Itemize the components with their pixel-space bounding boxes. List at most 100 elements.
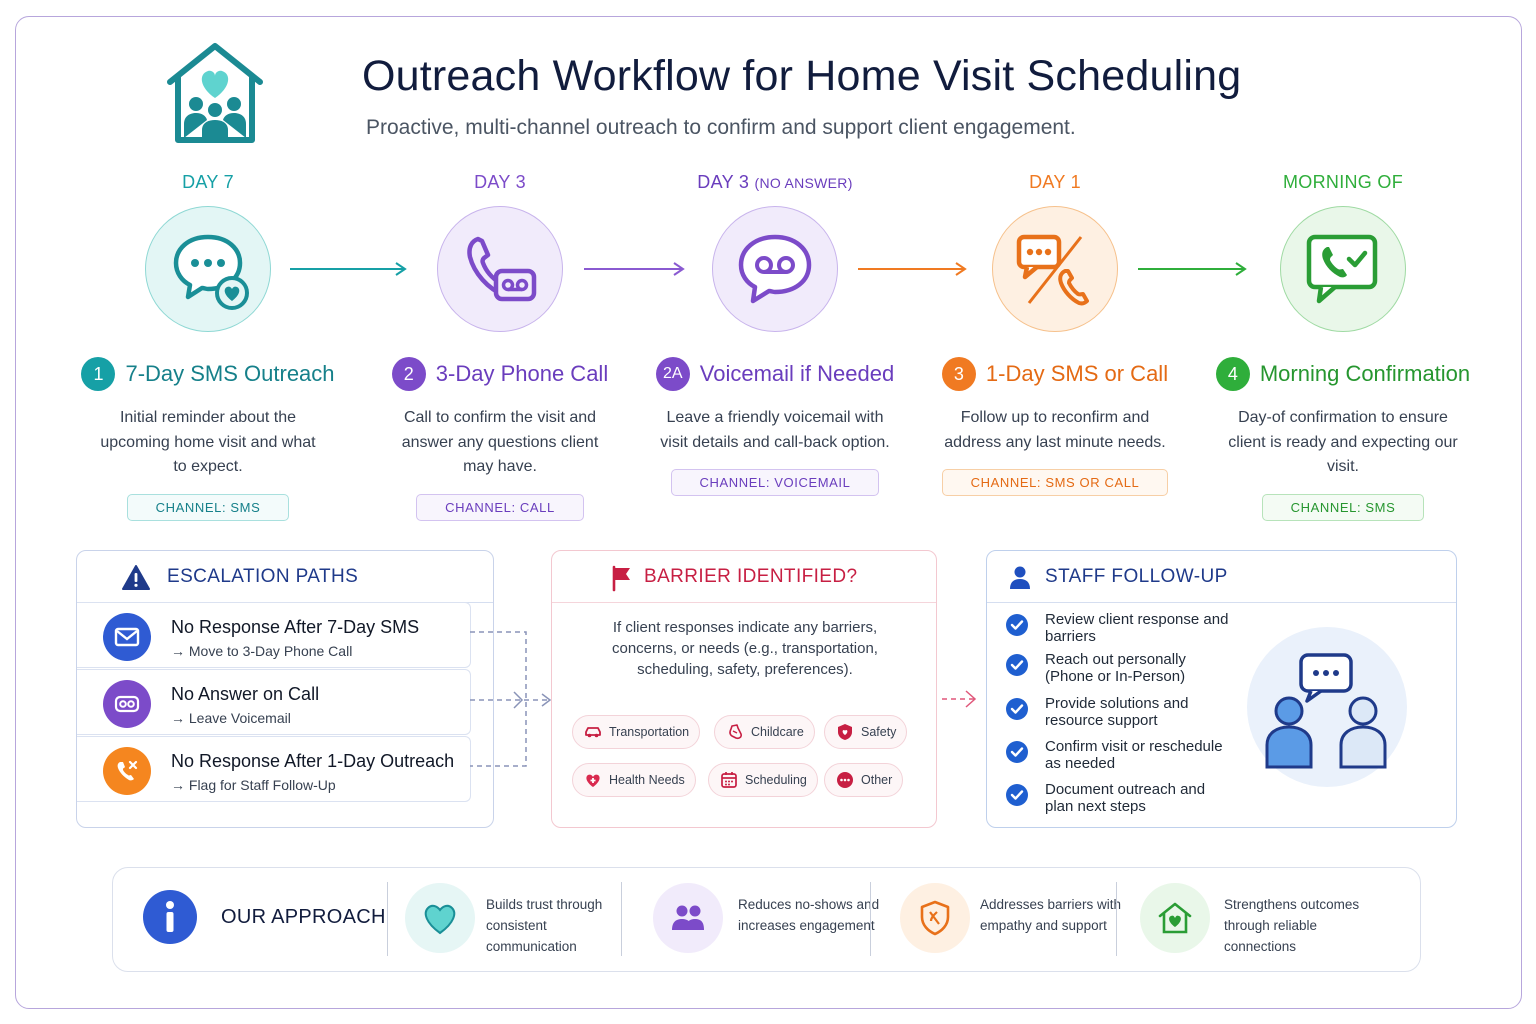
chat-or-phone-icon <box>992 206 1118 332</box>
car-icon <box>585 727 601 738</box>
step-description: Call to confirm the visit and answer any… <box>401 409 599 475</box>
step-title: Morning Confirmation <box>1259 361 1471 386</box>
step-title: 1-Day SMS or Call <box>985 361 1169 386</box>
channel-badge: CHANNEL: SMS <box>1261 493 1425 521</box>
staff-panel: STAFF FOLLOW-UP Review client response a… <box>986 550 1457 828</box>
flow-arrow <box>290 262 407 276</box>
escalation-item-title: No Response After 7-Day SMS <box>171 617 420 637</box>
staff-header: STAFF FOLLOW-UP <box>987 551 1456 603</box>
flow-arrow <box>1138 262 1247 276</box>
step-1: DAY 7 1 7-Day SMS Outreach Initial remin… <box>63 172 353 521</box>
staff-conversation-icon <box>1247 627 1407 787</box>
step-description: Initial reminder about the upcoming home… <box>100 409 316 475</box>
page-title: Outreach Workflow for Home Visit Schedul… <box>362 52 1242 100</box>
step-number-badge: 4 <box>1215 357 1250 391</box>
step-4: MORNING OF 4 Morning Confirmation Day-of… <box>1198 172 1488 521</box>
info-icon <box>143 890 197 944</box>
barrier-connector <box>942 690 977 708</box>
check-circle-icon <box>1006 784 1028 806</box>
step-day: DAY 7 <box>182 172 234 192</box>
person-icon <box>1010 566 1030 589</box>
page-subtitle: Proactive, multi-channel outreach to con… <box>366 116 1076 139</box>
approach-item-text: Addresses barriers with empathy and supp… <box>980 897 1122 933</box>
warning-icon <box>122 565 150 590</box>
shield-heart-icon <box>900 883 970 953</box>
escalation-panel: ESCALATION PATHS No Response After 7-Day… <box>76 550 494 828</box>
escalation-item-action: → Flag for Staff Follow-Up <box>171 777 336 793</box>
escalation-title: ESCALATION PATHS <box>167 565 359 587</box>
step-description: Follow up to reconfirm and address any l… <box>944 409 1166 451</box>
step-title: 3-Day Phone Call <box>435 361 609 386</box>
phone-check-icon <box>1280 206 1406 332</box>
barrier-chip: Transportation <box>572 715 701 749</box>
escalation-item-action: → Leave Voicemail <box>171 710 291 726</box>
escalation-item: No Answer on Call → Leave Voicemail <box>77 669 471 735</box>
step-description: Leave a friendly voicemail with visit de… <box>660 409 890 451</box>
staff-title: STAFF FOLLOW-UP <box>1045 565 1228 587</box>
step-2a: DAY 3 (NO ANSWER) 2A Voicemail if Needed… <box>630 172 920 496</box>
channel-badge: CHANNEL: CALL <box>416 493 584 521</box>
step-3: DAY 1 3 1-Day SMS or Call Follow up to r… <box>910 172 1200 496</box>
step-day: DAY 3 <box>474 172 526 192</box>
approach-item-text: Builds trust through consistent communic… <box>486 897 603 954</box>
people-icon <box>653 883 723 953</box>
approach-item-text: Strengthens outcomes through reliable co… <box>1224 897 1360 954</box>
shield-icon <box>838 724 852 740</box>
escalation-item: No Response After 7-Day SMS → Move to 3-… <box>77 602 471 668</box>
step-2: DAY 3 2 3-Day Phone Call Call to confirm… <box>355 172 645 521</box>
house-heart-family-icon <box>160 40 270 145</box>
staff-item: Review client response and barriers <box>1005 611 1235 645</box>
phone-voicemail-icon <box>437 206 563 332</box>
step-day: DAY 1 <box>1029 172 1081 192</box>
heart-icon <box>405 883 475 953</box>
step-day: MORNING OF <box>1283 172 1403 192</box>
staff-item: Provide solutions and resource support <box>1005 695 1235 729</box>
divider <box>1116 882 1118 956</box>
step-number-badge: 3 <box>941 357 976 391</box>
escalation-item-title: No Answer on Call <box>171 684 320 704</box>
barrier-title: BARRIER IDENTIFIED? <box>644 565 858 587</box>
step-day: DAY 3 (NO ANSWER) <box>697 172 853 192</box>
channel-badge: CHANNEL: SMS <box>126 493 290 521</box>
flag-icon <box>612 565 630 592</box>
flow-arrow <box>858 262 967 276</box>
missed-call-icon <box>103 747 151 795</box>
step-description: Day-of confirmation to ensure client is … <box>1228 409 1458 475</box>
staff-item: Confirm visit or reschedule as needed <box>1005 738 1235 772</box>
escalation-item-title: No Response After 1-Day Outreach <box>171 751 455 771</box>
home-heart-icon <box>1140 883 1210 953</box>
barrier-chip: Safety <box>824 715 908 749</box>
approach-bar: OUR APPROACH Builds trust through consis… <box>112 867 1421 972</box>
divider <box>870 882 872 956</box>
check-circle-icon <box>1006 698 1028 720</box>
step-number-badge: 2 <box>391 357 426 391</box>
check-circle-icon <box>1006 741 1028 763</box>
divider <box>621 882 623 956</box>
approach-label: OUR APPROACH <box>221 906 386 928</box>
voicemail-icon <box>103 680 151 728</box>
step-title: Voicemail if Needed <box>699 361 895 386</box>
chat-heart-icon <box>145 206 271 332</box>
step-number-badge: 1 <box>81 357 116 391</box>
check-circle-icon <box>1006 614 1028 636</box>
page-frame <box>15 16 1522 1009</box>
barrier-chip: Childcare <box>714 715 815 749</box>
staff-item: Document outreach and plan next steps <box>1005 781 1235 815</box>
flow-arrow <box>584 262 685 276</box>
escalation-item-action: → Move to 3-Day Phone Call <box>171 643 353 659</box>
escalation-connector <box>470 631 552 767</box>
approach-item-text: Reduces no-shows and increases engagemen… <box>738 897 880 933</box>
barrier-chip: Other <box>824 763 904 797</box>
more-icon <box>837 772 853 788</box>
step-number-badge: 2A <box>655 357 690 391</box>
barrier-chip: Scheduling <box>708 763 818 797</box>
envelope-icon <box>103 613 151 661</box>
channel-badge: CHANNEL: SMS OR CALL <box>941 469 1169 496</box>
barrier-description: If client responses indicate any barrier… <box>612 619 878 678</box>
baby-bottle-icon <box>729 724 742 740</box>
step-title: 7-Day SMS Outreach <box>125 361 335 386</box>
calendar-icon <box>721 772 737 788</box>
divider <box>387 882 389 956</box>
staff-item: Reach out personally (Phone or In-Person… <box>1005 651 1235 685</box>
escalation-item: No Response After 1-Day Outreach → Flag … <box>77 736 471 802</box>
